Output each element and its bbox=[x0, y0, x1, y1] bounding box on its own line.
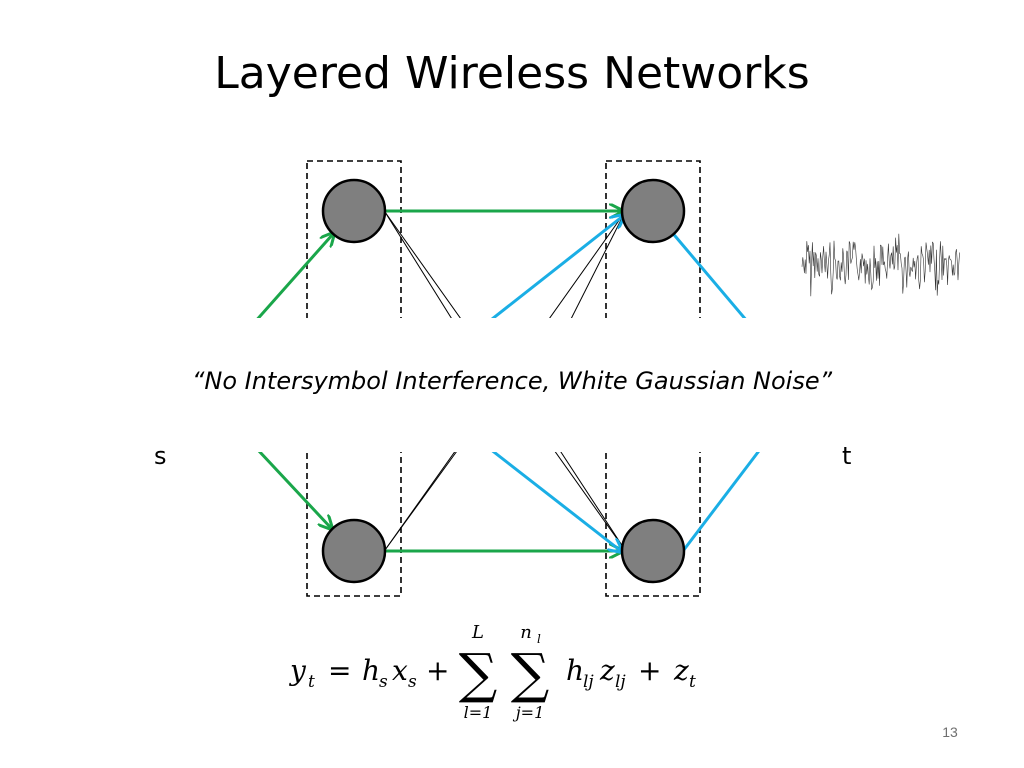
eq-x-sub: s bbox=[408, 672, 417, 692]
eq-h-sub: s bbox=[379, 672, 388, 692]
eq-equals: = bbox=[328, 654, 351, 687]
node-layer2-bottom bbox=[620, 518, 686, 584]
eq-lhs-sub: t bbox=[308, 672, 315, 692]
sum-2-symbol: ∑ bbox=[511, 642, 550, 705]
equation: y t = h s x s + L ∑ l=1 n l ∑ j=1 h lj z… bbox=[288, 622, 696, 722]
eq-x: x bbox=[392, 654, 408, 687]
node-layer1-top bbox=[321, 178, 387, 244]
sum-1-lower: l=1 bbox=[464, 703, 493, 722]
cross-link bbox=[384, 439, 466, 551]
eq-z-sub: lj bbox=[615, 672, 626, 692]
noise-waveform bbox=[801, 233, 960, 297]
node-layer1-bottom bbox=[321, 518, 387, 584]
sum-1-upper: L bbox=[471, 622, 484, 643]
caption-text: “No Intersymbol Interference, White Gaus… bbox=[191, 367, 833, 395]
sum-2-upper-sub: l bbox=[537, 632, 541, 646]
caption-banner bbox=[110, 318, 910, 452]
page-number: 13 bbox=[942, 724, 958, 740]
destination-label: t bbox=[842, 442, 852, 470]
slide-title: Layered Wireless Networks bbox=[214, 48, 810, 99]
eq-z2: z bbox=[673, 654, 689, 687]
eq-h2-sub: lj bbox=[583, 672, 594, 692]
eq-plus-1: + bbox=[426, 654, 449, 687]
sum-1-symbol: ∑ bbox=[459, 642, 498, 705]
source-label: s bbox=[154, 442, 167, 470]
eq-plus-2: + bbox=[638, 654, 661, 687]
eq-h2: h bbox=[566, 654, 584, 687]
eq-lhs: y bbox=[288, 654, 307, 687]
eq-z: z bbox=[599, 654, 615, 687]
sum-2-lower: j=1 bbox=[513, 703, 545, 722]
eq-z2-sub: t bbox=[689, 672, 696, 692]
node-layer2-top bbox=[620, 178, 686, 244]
sum-2-upper: n bbox=[520, 622, 532, 643]
eq-h: h bbox=[362, 654, 380, 687]
